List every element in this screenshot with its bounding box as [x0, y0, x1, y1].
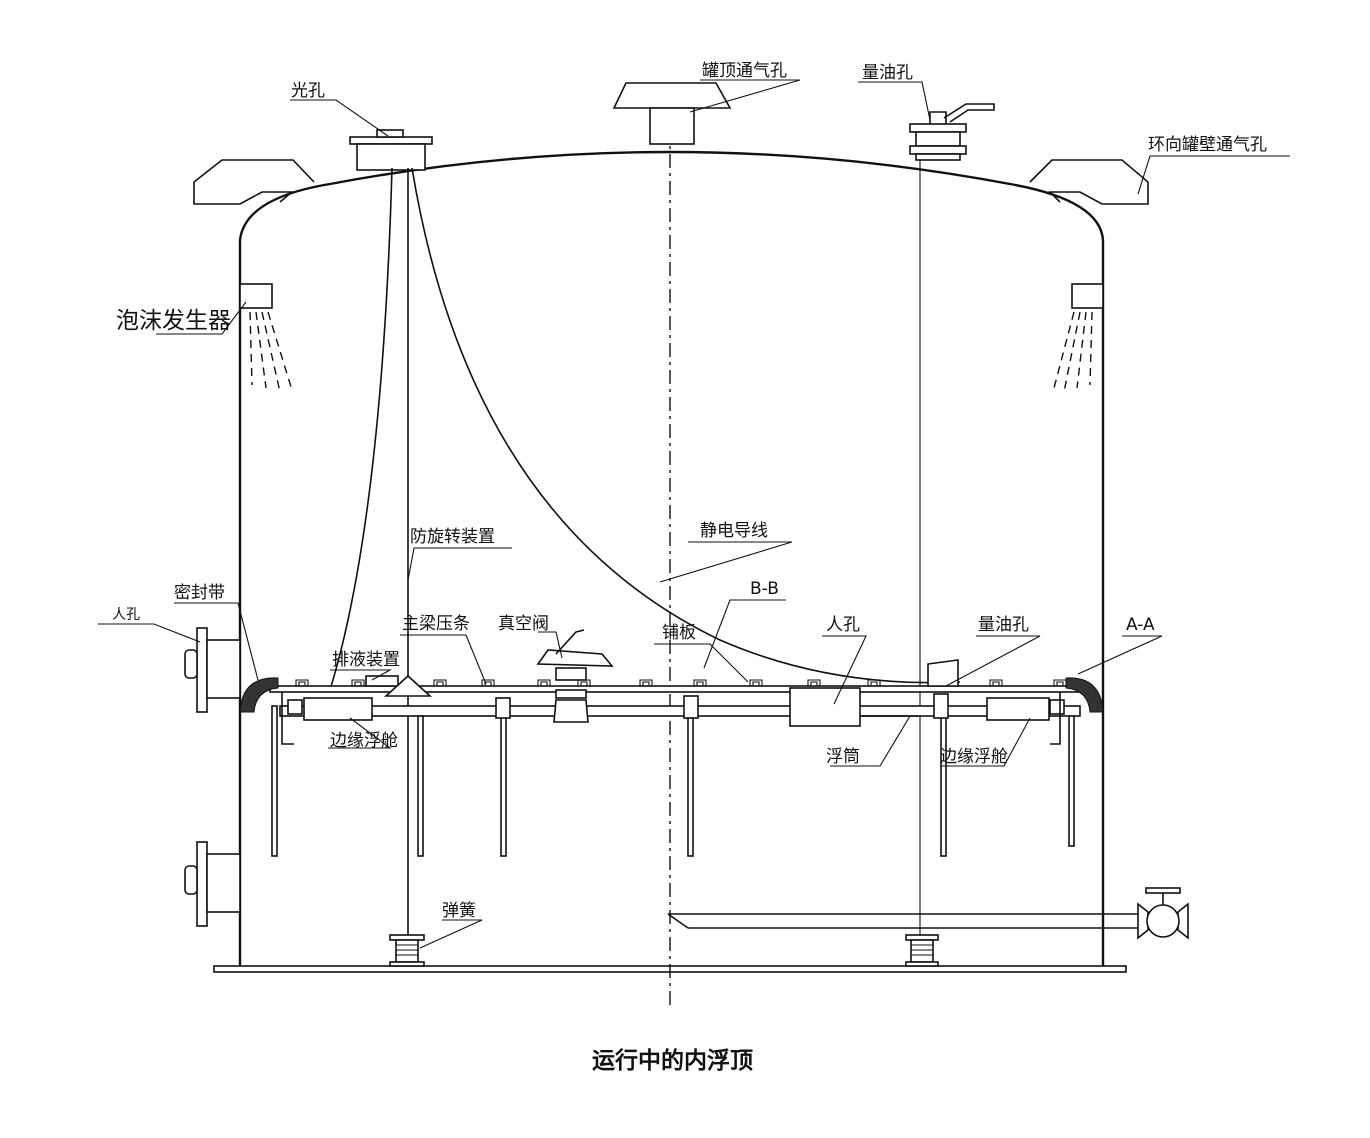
label-deck-plate: 铺板: [662, 623, 696, 643]
label-foam-generator: 泡沫发生器: [116, 308, 231, 334]
label-anti-rotation: 防旋转装置: [410, 527, 495, 547]
static-wire: [411, 167, 961, 684]
manhole-shell-upper: [184, 627, 241, 713]
clamp-block: [351, 679, 365, 686]
label-bb: B-B: [750, 579, 779, 599]
leader-lines: [98, 79, 1290, 949]
label-static-wire: 静电导线: [700, 521, 768, 541]
gauge-hole-fitting: [909, 103, 995, 161]
ring-vent-right: [1029, 159, 1149, 205]
clamp-block: [693, 679, 707, 686]
clamp-block: [749, 679, 763, 686]
floating-roof: [239, 629, 1104, 745]
foam-generator-left: [239, 283, 293, 393]
anti-rotation-cables: [329, 160, 921, 935]
label-gauge-hole-deck: 量油孔: [978, 615, 1029, 635]
foam-generator-right: [1053, 283, 1104, 393]
clamp-block: [989, 679, 1003, 686]
clamp-block: [577, 679, 591, 686]
clamp-block: [537, 679, 551, 686]
labels: 光孔 罐顶通气孔 量油孔 环向罐壁通气孔 泡沫发生器 防旋转装置 静电导线 密封…: [112, 61, 1267, 921]
spring-left: [389, 934, 425, 967]
label-manhole-shell: 人孔: [112, 607, 140, 623]
label-seal-belt: 密封带: [174, 583, 225, 603]
label-rim-pontoon-left: 边缘浮舱: [330, 731, 398, 751]
clamp-block: [1053, 679, 1067, 686]
light-hole-fitting: [349, 129, 433, 171]
manhole-shell-lower: [184, 841, 241, 927]
clamp-block: [639, 679, 653, 686]
diagram-caption: 运行中的内浮顶: [592, 1047, 753, 1074]
label-manhole-deck: 人孔: [826, 615, 860, 635]
label-rim-pontoon-right: 边缘浮舱: [940, 747, 1008, 767]
clamp-block: [295, 679, 309, 686]
clamp-block: [807, 679, 821, 686]
clamp-block: [481, 679, 495, 686]
label-ring-vent: 环向罐壁通气孔: [1148, 135, 1267, 155]
support-legs: [271, 693, 1075, 857]
label-spring: 弹簧: [442, 901, 476, 921]
clamp-block: [433, 679, 447, 686]
spring-right: [905, 934, 939, 967]
outlet-pipe-valve: [667, 887, 1189, 940]
label-roof-vent: 罐顶通气孔: [702, 61, 787, 81]
label-vacuum-valve: 真空阀: [498, 614, 549, 634]
label-aa: A-A: [1126, 615, 1155, 635]
roof-vent-fitting: [612, 82, 732, 145]
label-light-hole: 光孔: [291, 81, 325, 101]
label-float-tube: 浮筒: [826, 747, 860, 767]
label-drain: 排液装置: [332, 650, 400, 670]
ring-vent-left: [193, 159, 315, 205]
tank-shell: [213, 100, 1127, 1005]
label-main-beam: 主梁压条: [402, 614, 470, 634]
clamp-block: [867, 679, 881, 686]
label-gauge-hole-top: 量油孔: [862, 63, 913, 83]
